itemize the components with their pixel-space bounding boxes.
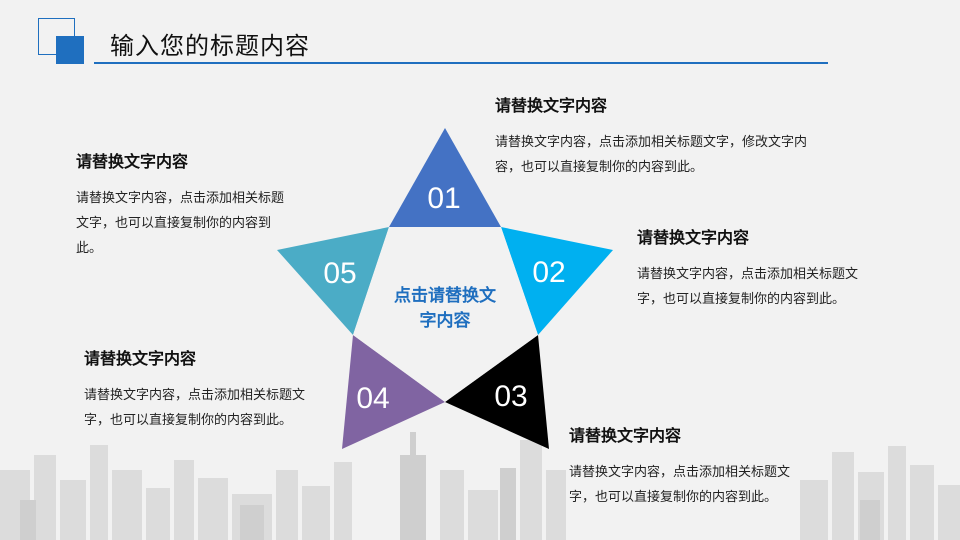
segment-03-number: 03 <box>494 380 527 413</box>
block-04-text: 请替换文字内容，点击添加相关标题文字，也可以直接复制你的内容到此。 <box>84 388 306 428</box>
segment-02-triangle[interactable] <box>501 227 613 335</box>
block-04-heading: 请替换文字内容 <box>84 349 197 368</box>
text-block-02: 请替换文字内容 请替换文字内容，点击添加相关标题文字，也可以直接复制你的内容到此… <box>637 224 873 312</box>
block-02-text: 请替换文字内容，点击添加相关标题文字，也可以直接复制你的内容到此。 <box>637 267 859 307</box>
segment-05-triangle[interactable] <box>277 227 389 335</box>
block-01-heading: 请替换文字内容 <box>495 96 608 115</box>
segment-02-number: 02 <box>532 256 565 289</box>
block-01-text: 请替换文字内容，点击添加相关标题文字，修改文字内容，也可以直接复制你的内容到此。 <box>495 135 808 175</box>
page-title: 输入您的标题内容 <box>110 32 310 60</box>
center-label: 点击请替换文字内容 <box>394 286 496 331</box>
segment-04-triangle[interactable] <box>342 335 445 449</box>
segment-01-number: 01 <box>427 182 460 215</box>
block-03-text: 请替换文字内容，点击添加相关标题文字，也可以直接复制你的内容到此。 <box>569 465 791 505</box>
block-02-heading: 请替换文字内容 <box>637 228 750 247</box>
block-05-heading: 请替换文字内容 <box>76 152 189 171</box>
center-pentagon <box>353 227 538 402</box>
logo-square-fill <box>56 36 84 64</box>
segment-03-triangle[interactable] <box>445 335 549 449</box>
segment-05-number: 05 <box>323 257 356 290</box>
title-underline <box>94 62 828 64</box>
segment-01-triangle[interactable] <box>389 128 501 227</box>
block-05-text: 请替换文字内容，点击添加相关标题文字，也可以直接复制你的内容到此。 <box>76 191 285 256</box>
segment-04-number: 04 <box>356 382 389 415</box>
text-block-01: 请替换文字内容 请替换文字内容，点击添加相关标题文字，修改文字内容，也可以直接复… <box>495 92 813 180</box>
block-03-heading: 请替换文字内容 <box>569 426 682 445</box>
text-block-04: 请替换文字内容 请替换文字内容，点击添加相关标题文字，也可以直接复制你的内容到此… <box>84 345 310 433</box>
text-block-03: 请替换文字内容 请替换文字内容，点击添加相关标题文字，也可以直接复制你的内容到此… <box>569 422 805 510</box>
text-block-05: 请替换文字内容 请替换文字内容，点击添加相关标题文字，也可以直接复制你的内容到此… <box>76 148 288 261</box>
